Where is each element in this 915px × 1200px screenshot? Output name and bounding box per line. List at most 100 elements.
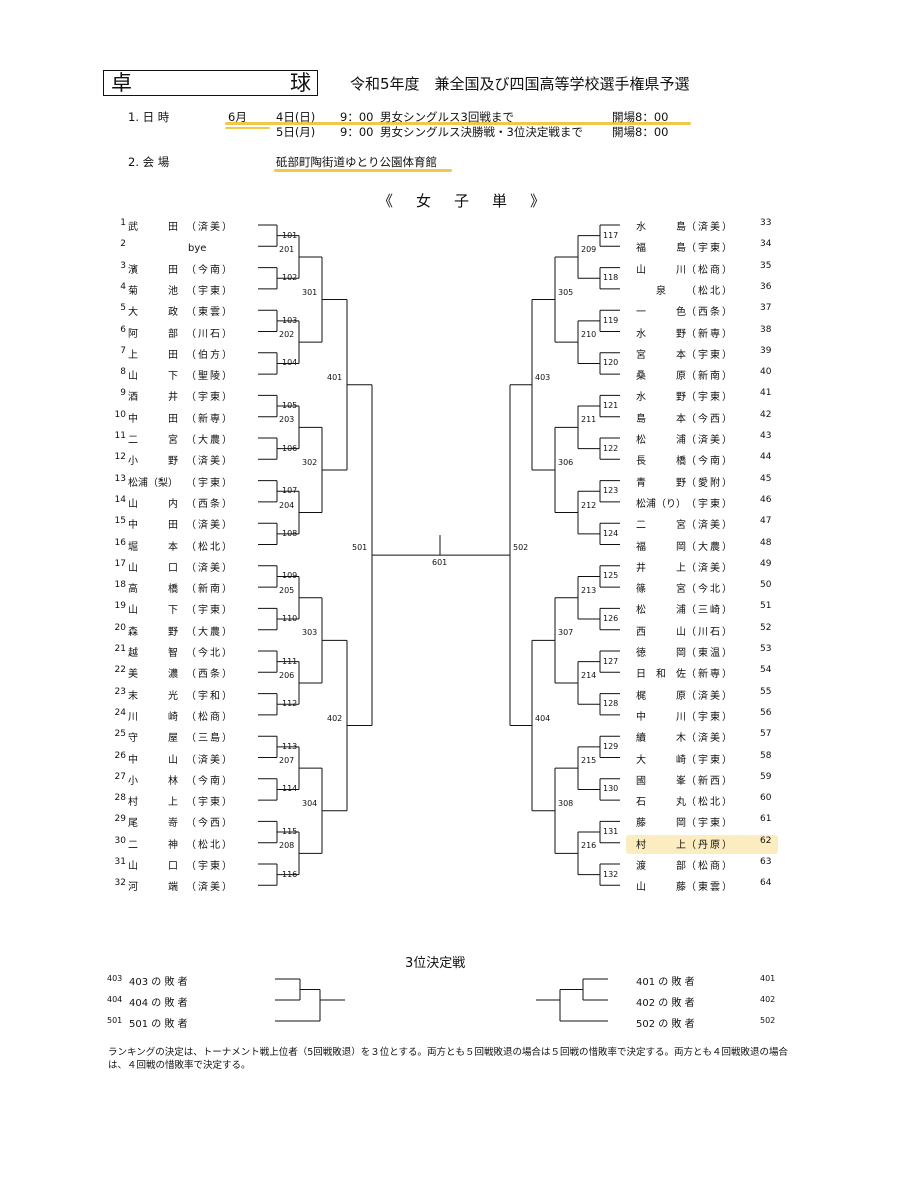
player-number: 39 — [760, 345, 772, 356]
match-number-213: 213 — [581, 585, 597, 595]
match-number-130: 130 — [603, 784, 619, 794]
title-box: 卓 球 — [103, 70, 318, 96]
player-team: （松商） — [686, 264, 734, 276]
player-team: （済美） — [186, 456, 234, 468]
player-team: （西条） — [186, 498, 234, 510]
date-label: 1. 日 時 — [128, 110, 170, 124]
third-place-title: 3位決定戦 — [405, 956, 466, 971]
player-name: 青 野 — [636, 477, 686, 489]
match-number-116: 116 — [282, 869, 298, 879]
title-sport-left: 卓 — [111, 71, 132, 95]
match-number-127: 127 — [603, 656, 619, 666]
player-number: 44 — [760, 452, 772, 463]
player-number: 23 — [114, 686, 126, 697]
match-number-106: 106 — [282, 443, 298, 453]
player-team: （宇東） — [686, 818, 734, 830]
match-number-404: 404 — [535, 713, 551, 723]
player-name: 尾 嵜 — [128, 818, 178, 830]
date-desc-2: 男女シングルス決勝戦・3位決定戦まで — [380, 125, 583, 139]
player-name: 上 田 — [128, 349, 178, 361]
player-name: 大 崎 — [636, 754, 686, 766]
player-name: 菊 池 — [128, 285, 178, 297]
player-number: 30 — [114, 835, 126, 846]
player-number: 34 — [760, 239, 772, 250]
player-number: 33 — [760, 218, 772, 228]
player-team: （大農） — [186, 626, 234, 638]
player-name: 小 林 — [128, 775, 178, 787]
player-team: （済美） — [686, 520, 734, 532]
player-team: （三島） — [186, 733, 234, 745]
match-number-118: 118 — [603, 273, 619, 283]
player-name: 松浦（梨） — [128, 477, 178, 489]
player-number: 15 — [114, 516, 126, 527]
player-number: 58 — [760, 750, 772, 761]
match-number-209: 209 — [581, 244, 597, 254]
player-name: 日 和 佐 — [636, 669, 686, 681]
match-number-308: 308 — [558, 798, 574, 808]
date-open-1: 開場8：00 — [612, 110, 669, 124]
player-name: 國 峯 — [636, 775, 686, 787]
player-number: 18 — [114, 580, 126, 591]
player-name: 中 田 — [128, 413, 178, 425]
match-number-110: 110 — [282, 614, 298, 624]
player-name: 山 下 — [128, 371, 178, 383]
match-number-601: 601 — [432, 558, 448, 568]
player-name: 徳 岡 — [636, 648, 686, 659]
player-team: （今北） — [186, 648, 234, 659]
player-name: 河 端 — [128, 882, 178, 894]
player-number: 6 — [120, 324, 126, 335]
match-number-111: 111 — [282, 656, 298, 666]
player-number: 29 — [114, 814, 126, 825]
player-number: 22 — [114, 665, 126, 676]
player-team: （今南） — [186, 264, 234, 276]
third-left-label: 403 の 敗 者 — [129, 977, 188, 988]
player-name: 福 島 — [636, 243, 686, 255]
date-day-1: 4日(日) — [276, 110, 316, 124]
match-number-402: 402 — [327, 713, 343, 723]
player-name: 水 野 — [636, 392, 686, 404]
venue-label: 2. 会 場 — [128, 155, 170, 169]
match-number-205: 205 — [279, 585, 295, 595]
highlight-venue — [274, 169, 452, 172]
player-team: （今南） — [186, 775, 234, 787]
player-team: （大農） — [686, 541, 734, 553]
player-number: 63 — [760, 857, 772, 867]
player-number: 52 — [760, 622, 772, 633]
match-number-211: 211 — [581, 415, 597, 425]
player-team: （東雲） — [686, 882, 734, 894]
match-number-131: 131 — [603, 827, 619, 837]
player-name: 山 下 — [128, 605, 178, 617]
player-team: （宇東） — [186, 861, 234, 872]
match-number-214: 214 — [581, 670, 597, 680]
match-number-212: 212 — [581, 500, 597, 510]
player-number: 64 — [760, 878, 772, 889]
player-team: （松北） — [686, 285, 734, 297]
player-team: （宇東） — [186, 285, 234, 297]
date-time-1: 9：00 — [340, 110, 374, 124]
player-number: 14 — [114, 494, 126, 505]
player-name: 大 政 — [128, 307, 178, 319]
match-number-107: 107 — [282, 486, 298, 496]
player-name: 中 川 — [636, 711, 686, 723]
match-number-132: 132 — [603, 869, 619, 879]
player-team: （西条） — [686, 307, 734, 319]
player-name: 山 口 — [128, 562, 178, 574]
player-name: 島 本 — [636, 413, 686, 425]
player-team: （今西） — [686, 413, 734, 425]
player-team: （愛附） — [686, 477, 734, 489]
match-number-305: 305 — [558, 287, 574, 297]
player-name: 續 木 — [636, 733, 686, 745]
match-number-128: 128 — [603, 699, 619, 709]
match-number-202: 202 — [279, 330, 295, 340]
player-number: 60 — [760, 793, 772, 804]
player-team: （松北） — [186, 839, 234, 851]
player-name: 渡 部 — [636, 861, 686, 872]
match-number-112: 112 — [282, 699, 298, 709]
player-number: 31 — [114, 857, 126, 867]
player-name: 守 屋 — [128, 733, 178, 745]
player-name: 藤 岡 — [636, 818, 686, 830]
player-name: 武 田 — [128, 222, 178, 233]
player-number: 40 — [760, 367, 772, 378]
player-team: （宇和） — [186, 690, 234, 702]
